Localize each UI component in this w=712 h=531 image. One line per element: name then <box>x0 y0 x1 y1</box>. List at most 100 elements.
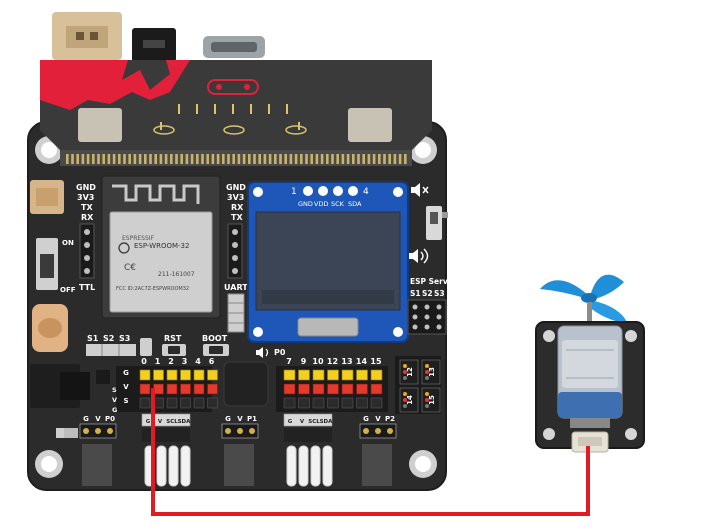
left-gnd-label: GND <box>76 183 96 192</box>
gpio-number-left: 2 <box>168 357 174 366</box>
oled-pin-first: 1 <box>291 187 297 197</box>
microbit-board <box>40 12 432 166</box>
connector-pin-label: V <box>375 415 381 423</box>
servo-side-number: 12 <box>406 367 414 377</box>
i2c-pin-label: SCL <box>166 419 178 425</box>
i2c-pin-label: G <box>146 419 151 425</box>
left-uart-header: GND 3V3 TX RX TTL <box>76 183 96 292</box>
esp-servo-header: ESP Servo S1 S2 S3 <box>407 277 453 335</box>
i2c-pin-label: SCL <box>308 419 320 425</box>
left-rx-label: RX <box>81 213 94 222</box>
grv-label: S <box>112 386 117 394</box>
right-gnd-label: GND <box>226 183 246 192</box>
right-rx-label: RX <box>231 203 244 212</box>
gpio-number-left: 4 <box>195 357 201 366</box>
gpio-number-right: 12 <box>327 357 338 366</box>
mounting-hole-bottom-right <box>409 450 437 478</box>
grv-label: G <box>112 406 117 414</box>
button-a <box>78 108 122 142</box>
connector-pin-label: G <box>83 415 89 423</box>
button-b <box>348 108 392 142</box>
i2c-pin-label: V <box>300 419 305 425</box>
right-uart-header: GND 3V3 RX TX UART <box>224 183 248 333</box>
grv-label: V <box>112 396 117 404</box>
connector-pin-label: G <box>225 415 231 423</box>
connection-wire <box>151 388 590 516</box>
rst-label: RST <box>164 334 182 343</box>
gpio-number-right: 13 <box>341 357 352 366</box>
connector-pin-label: V <box>237 415 243 423</box>
i2c-pin-label: V <box>158 419 163 425</box>
servo-side-number: 13 <box>428 367 436 377</box>
s1-label: S1 <box>87 334 99 343</box>
audio-jack <box>30 364 90 408</box>
microbit-logo-shape <box>40 60 190 110</box>
button-row: S1 S2 S3 RST BOOT <box>86 334 229 356</box>
power-switch <box>36 238 58 290</box>
oled-pin-gnd: GND <box>298 200 313 208</box>
row-label-v-left: V <box>123 383 129 391</box>
p0-label-top: P0 <box>274 348 286 357</box>
oled-pin-vdd: VDD <box>314 200 328 208</box>
mounting-hole-bottom-left <box>35 450 63 478</box>
esp-servo-label: ESP Servo <box>410 277 453 286</box>
left-tx-label: TX <box>81 203 93 212</box>
gpio-number-right: 14 <box>356 357 368 366</box>
gpio-number-right: 7 <box>286 357 292 366</box>
esp-brand-label: ESPRESSIF <box>122 235 155 242</box>
esp-servo-s2: S2 <box>422 289 433 298</box>
esp-id-label: 211-161007 <box>158 271 195 278</box>
row-label-s-left: S <box>123 397 128 405</box>
left-3v3-label: 3V3 <box>77 193 94 202</box>
motor-shaft <box>587 302 592 324</box>
mute-icon <box>411 183 429 197</box>
gpio-number-right: 15 <box>370 357 382 366</box>
esp-fcc-label: FCC ID:2AC7Z-ESPWROOM32 <box>116 286 189 292</box>
on-label: ON <box>62 239 74 247</box>
gpio-number-right: 10 <box>312 357 324 366</box>
i2c-pin-label: SDA <box>320 419 334 425</box>
sound-switch <box>426 206 448 240</box>
oled-ribbon <box>297 317 359 337</box>
uart-label: UART <box>224 283 248 292</box>
esp-model-label: ESP-WROOM-32 <box>134 242 189 250</box>
esp-servo-s3: S3 <box>434 289 445 298</box>
s3-label: S3 <box>119 334 130 343</box>
right-tx-label: TX <box>231 213 243 222</box>
antenna-trace <box>112 184 200 204</box>
speaker-icon <box>409 248 429 264</box>
gpio-number-left: 6 <box>209 357 215 366</box>
connector-pin-label: V <box>95 415 101 423</box>
ttl-label: TTL <box>79 283 95 292</box>
oled-pin-last: 4 <box>363 187 369 197</box>
led-indicator <box>140 338 152 356</box>
gpio-number-right: 9 <box>301 357 307 366</box>
i2c-pin-label: G <box>288 419 293 425</box>
i2c-pin-label: SDA <box>178 419 192 425</box>
connector-pin-label: P0 <box>105 415 115 423</box>
gpio-number-left: 3 <box>182 357 188 366</box>
motor-fan-module <box>535 274 645 453</box>
right-3v3-label: 3V3 <box>227 193 244 202</box>
grv-strip: GVS <box>56 386 117 438</box>
connector-pin-label: P1 <box>247 415 257 423</box>
gpio-number-left: 0 <box>141 357 147 366</box>
microbit-logo <box>207 79 259 95</box>
oled-pin-sda: SDA <box>348 200 362 208</box>
vibration-motor <box>32 304 68 352</box>
edge-connector <box>60 150 412 166</box>
power-connector <box>30 180 64 214</box>
ce-mark-icon: C€ <box>124 263 136 273</box>
oled-pin-sck: SCK <box>331 200 345 208</box>
smd-component <box>96 370 110 384</box>
row-label-g-left: G <box>123 369 129 377</box>
